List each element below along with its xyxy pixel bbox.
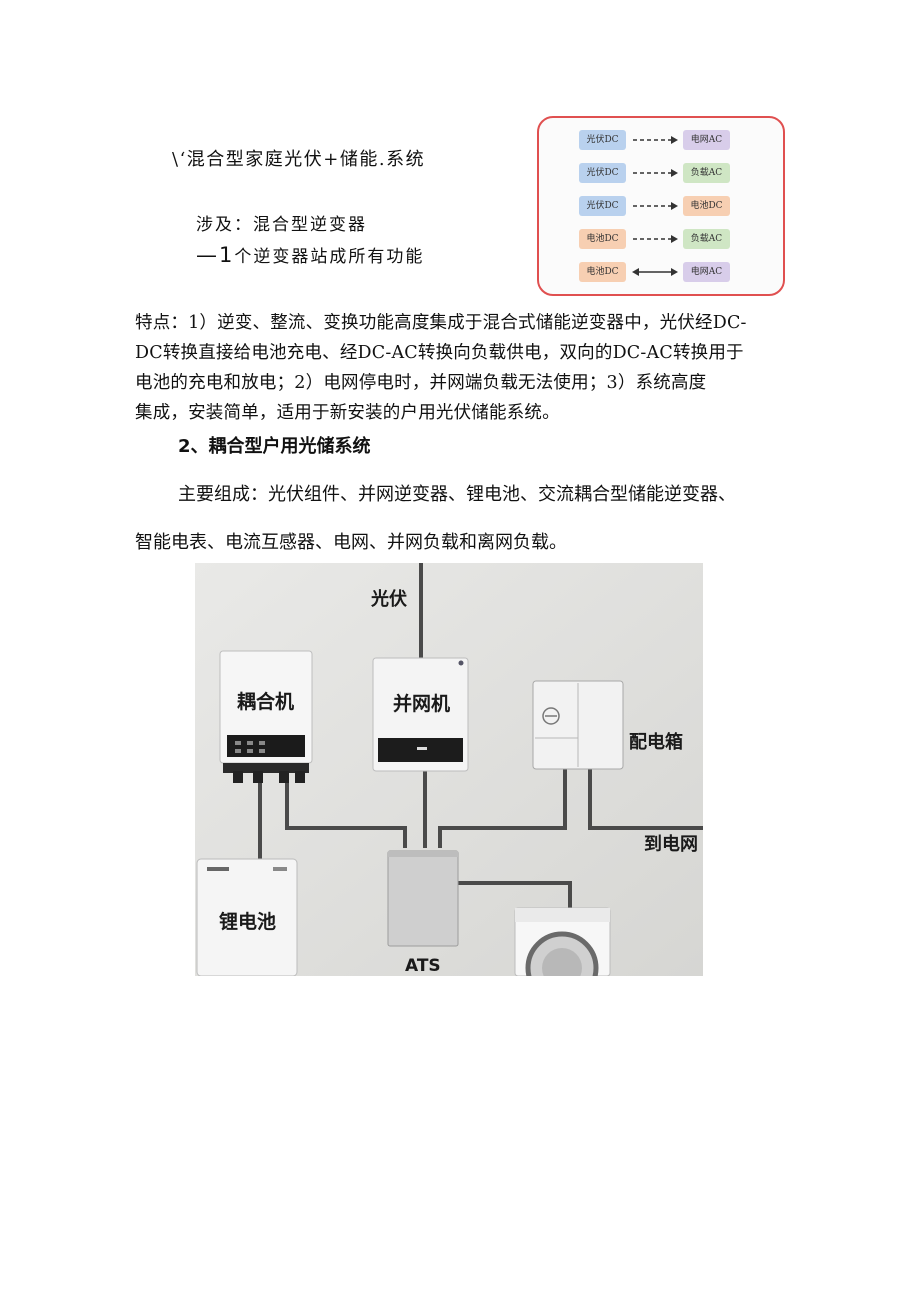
features-line: DC转换直接给电池充电、经DC-AC转换向负载供电，双向的DC-AC转换用于 [135,343,744,363]
features-line: 集成，安装简单，适用于新安装的户用光伏储能系统。 [135,403,560,423]
flow-target: 电池DC [683,196,730,216]
components-text: 主要组成：光伏组件、并网逆变器、锂电池、交流耦合型储能逆变器、 [178,484,736,505]
flow-row: 光伏DC 负载AC [579,163,739,183]
flow-target: 负载AC [683,229,730,249]
grid-inverter-label: 并网机 [393,692,450,715]
ats-label: ATS [405,956,441,976]
system-installation-photo: 光伏 耦合机 并网机 配电箱 到电网 锂电池 ATS [195,563,703,976]
dashed-arrow-icon [633,202,678,210]
dashed-arrow-icon [633,169,678,177]
distribution-box [532,680,624,770]
flow-target: 电网AC [683,130,730,150]
flow-row: 电池DC 电网AC [579,262,739,282]
flow-target: 电网AC [683,262,730,282]
ats-box [387,850,459,947]
battery-label: 锂电池 [219,910,276,933]
washing-machine [514,907,611,976]
section-title: \‘混合型家庭光伏+储能.系统 [172,149,426,170]
flow-row: 光伏DC 电池DC [579,196,739,216]
summary-text: —1个逆变器站成所有功能 [196,242,424,267]
flow-source: 电池DC [579,229,626,249]
flow-source: 光伏DC [579,130,626,150]
summary-lead: —1 [196,243,235,267]
coupler-label: 耦合机 [237,690,294,713]
lithium-battery [196,858,298,976]
flow-source: 电池DC [579,262,626,282]
distribution-box-label: 配电箱 [629,731,683,753]
to-grid-label: 到电网 [644,833,698,855]
components-text-cont: 智能电表、电流互感器、电网、并网负载和离网负载。 [135,532,567,553]
coupler-inverter [219,650,313,783]
features-line: 电池的充电和放电；2）电网停电时，并网端负载无法使用；3）系统高度 [135,373,707,393]
dashed-arrow-icon [633,235,678,243]
dashed-arrow-icon [633,136,678,144]
summary-rest: 个逆变器站成所有功能 [234,247,425,267]
pv-label: 光伏 [370,588,407,610]
flow-source: 光伏DC [579,163,626,183]
features-paragraph: 特点：1）逆变、整流、变换功能高度集成于混合式储能逆变器中，光伏经DC- DC转… [135,308,795,428]
grid-inverter [372,657,469,772]
flow-source: 光伏DC [579,196,626,216]
double-arrow-icon [632,268,678,276]
involves-text: 涉及：混合型逆变器 [196,215,367,235]
cable-lines [258,563,703,908]
flow-target: 负载AC [683,163,730,183]
energy-flow-diagram: 光伏DC 电网AC 光伏DC 负载AC 光伏DC 电池DC 电池DC 负载AC … [537,116,785,296]
flow-row: 光伏DC 电网AC [579,130,739,150]
features-line: 特点：1）逆变、整流、变换功能高度集成于混合式储能逆变器中，光伏经DC- [135,313,747,333]
section-heading: 2、耦合型户用光储系统 [178,436,371,457]
flow-row: 电池DC 负载AC [579,229,739,249]
